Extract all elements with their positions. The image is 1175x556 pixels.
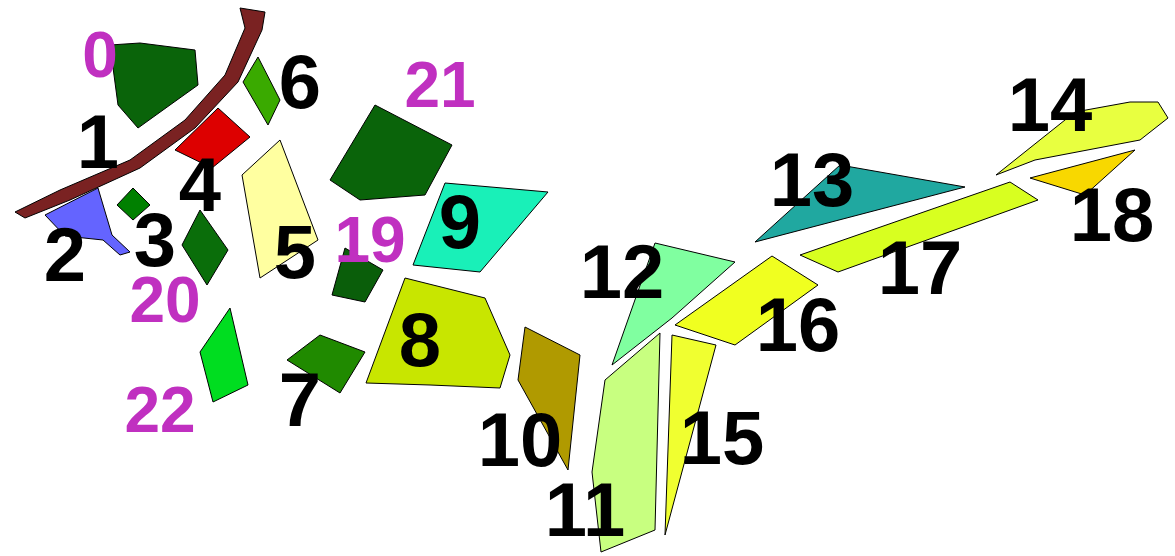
fragment	[366, 278, 510, 388]
callout-number: 10	[478, 402, 563, 478]
callout-number: 2	[44, 217, 86, 293]
callout-number: 18	[1070, 177, 1155, 253]
callout-number: 8	[399, 302, 441, 378]
fragment	[110, 43, 198, 128]
callout-number: 14	[1008, 67, 1093, 143]
callout-number: 7	[279, 362, 321, 438]
callout-number: 21	[404, 53, 475, 117]
fragment	[200, 308, 248, 402]
callout-number: 16	[756, 287, 841, 363]
callout-number: 22	[124, 378, 195, 442]
callout-number: 5	[274, 214, 316, 290]
callout-number: 9	[439, 184, 481, 260]
callout-number: 13	[770, 142, 855, 218]
callout-number: 3	[134, 202, 176, 278]
fragment	[413, 183, 548, 272]
callout-number: 4	[179, 147, 221, 223]
callout-number: 1	[77, 104, 119, 180]
callout-number: 17	[878, 230, 963, 306]
callout-number: 20	[129, 268, 200, 332]
callout-number: 0	[82, 23, 118, 87]
callout-number: 11	[545, 472, 625, 548]
band	[15, 8, 265, 218]
fragment	[243, 57, 280, 125]
callout-number: 12	[580, 234, 665, 310]
callout-number: 15	[680, 400, 765, 476]
fragment	[330, 105, 452, 200]
callout-number: 19	[334, 208, 405, 272]
callout-number: 6	[279, 44, 321, 120]
